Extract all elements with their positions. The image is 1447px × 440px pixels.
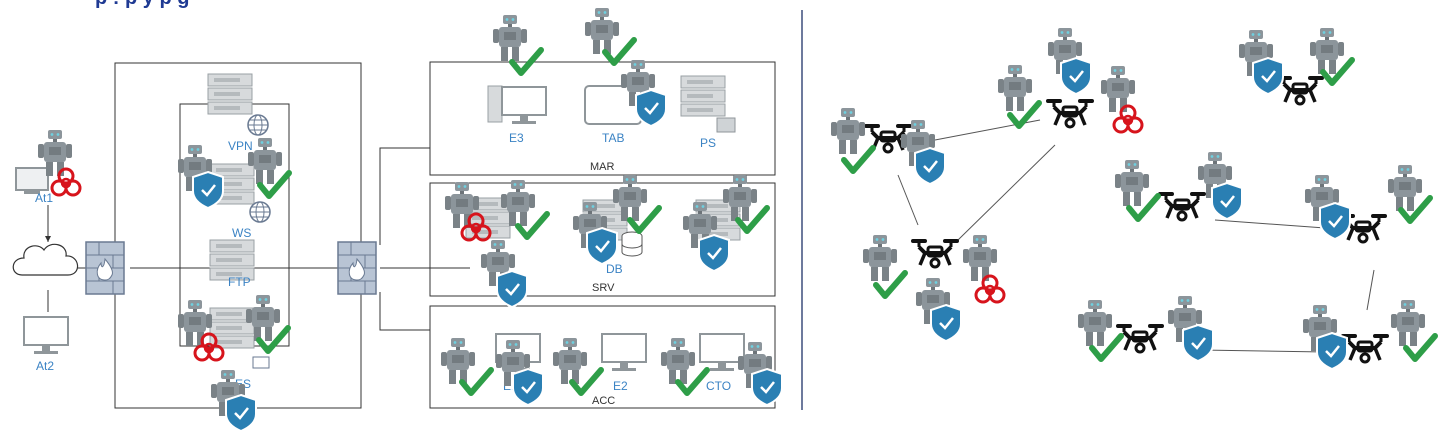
shield-icon <box>1251 56 1285 96</box>
check-icon <box>876 273 905 296</box>
swarm-link <box>897 174 919 226</box>
check-icon <box>1401 198 1430 221</box>
robot-agent-icon <box>178 300 212 346</box>
robot-agent-icon <box>963 235 997 281</box>
monitor-icon <box>601 333 647 372</box>
ftp-server-icon <box>208 238 256 282</box>
globe-icon <box>249 201 271 223</box>
label-tab: TAB <box>602 131 624 145</box>
robot-agent-icon <box>441 338 475 384</box>
monitor-icon <box>699 333 745 372</box>
robot-agent-icon <box>248 138 282 184</box>
label-db: DB <box>606 262 623 276</box>
robot-agent-icon <box>1391 300 1425 346</box>
shield-icon <box>191 170 225 210</box>
robot-agent-icon <box>553 338 587 384</box>
label-ps: PS <box>700 136 716 150</box>
ps-server-icon <box>679 74 727 118</box>
zone-srv <box>429 182 776 297</box>
printer-icon <box>716 117 736 133</box>
shield-icon <box>224 393 258 433</box>
robot-agent-icon <box>661 338 695 384</box>
tower-icon <box>487 85 503 123</box>
check-icon <box>1323 60 1352 83</box>
shield-icon <box>697 233 731 273</box>
vpn-server-icon <box>206 72 254 116</box>
label-e2: E2 <box>613 379 628 393</box>
shield-icon <box>495 269 529 309</box>
shield-icon <box>913 146 947 186</box>
swarm-link <box>1366 269 1375 311</box>
swarm-link <box>1199 349 1326 353</box>
check-icon <box>259 328 288 351</box>
label-ftp: FTP <box>228 275 251 289</box>
drone-icon <box>1046 99 1094 129</box>
zone-acc <box>429 305 776 409</box>
link-fw2-mar <box>379 147 430 245</box>
swarm-link <box>1214 219 1326 229</box>
zone-mar <box>429 61 776 176</box>
cloud-icon <box>12 243 79 276</box>
attacker-at1 <box>15 167 49 194</box>
firewall-icon <box>337 241 377 295</box>
shield-icon <box>511 367 545 407</box>
robot-agent-icon <box>493 15 527 61</box>
zone-mar-label: MAR <box>590 161 615 173</box>
label-ws: WS <box>232 226 251 240</box>
drone-icon <box>1158 192 1206 222</box>
drone-icon <box>1341 334 1389 364</box>
firewall-icon <box>85 241 125 295</box>
header-text: p : p y p g <box>95 0 189 9</box>
shield-icon <box>1318 201 1352 241</box>
check-icon <box>260 173 289 196</box>
robot-agent-icon <box>585 8 619 54</box>
shield-icon <box>1059 56 1093 96</box>
database-icon <box>621 231 643 257</box>
shield-icon <box>634 88 668 128</box>
label-at2: At2 <box>36 359 54 373</box>
robot-agent-icon <box>1388 165 1422 211</box>
label-at1: At1 <box>35 191 53 205</box>
monitor-icon <box>501 86 547 125</box>
drone-icon <box>911 239 959 269</box>
zone-acc-label: ACC <box>592 395 615 407</box>
label-e3: E3 <box>509 131 524 145</box>
globe-icon <box>247 114 269 136</box>
biohazard-icon <box>974 274 1006 304</box>
shield-icon <box>1181 323 1215 363</box>
attacker-at2-monitor <box>23 316 69 355</box>
drone-icon <box>1116 324 1164 354</box>
biohazard-icon <box>1112 104 1144 134</box>
label-cto: CTO <box>706 379 731 393</box>
robot-agent-icon <box>831 108 865 154</box>
link-fw2-acc <box>379 292 430 331</box>
robot-agent-icon <box>1115 160 1149 206</box>
shield-icon <box>585 226 619 266</box>
shield-icon <box>750 367 784 407</box>
check-icon <box>1129 196 1158 219</box>
check-icon <box>1092 336 1121 359</box>
biohazard-icon <box>50 167 82 197</box>
shield-icon <box>1315 331 1349 371</box>
drone-icon <box>1276 76 1324 106</box>
zone-srv-label: SRV <box>592 282 615 294</box>
mail-icon <box>252 356 270 369</box>
label-vpn: VPN <box>228 139 253 153</box>
robot-agent-icon <box>1310 28 1344 74</box>
robot-agent-icon <box>863 235 897 281</box>
check-icon <box>1010 103 1039 126</box>
shield-icon <box>929 303 963 343</box>
check-icon <box>844 148 873 171</box>
robot-agent-icon <box>1078 300 1112 346</box>
shield-icon <box>1210 181 1244 221</box>
robot-agent-icon <box>998 65 1032 111</box>
swarm-link <box>957 144 1056 241</box>
